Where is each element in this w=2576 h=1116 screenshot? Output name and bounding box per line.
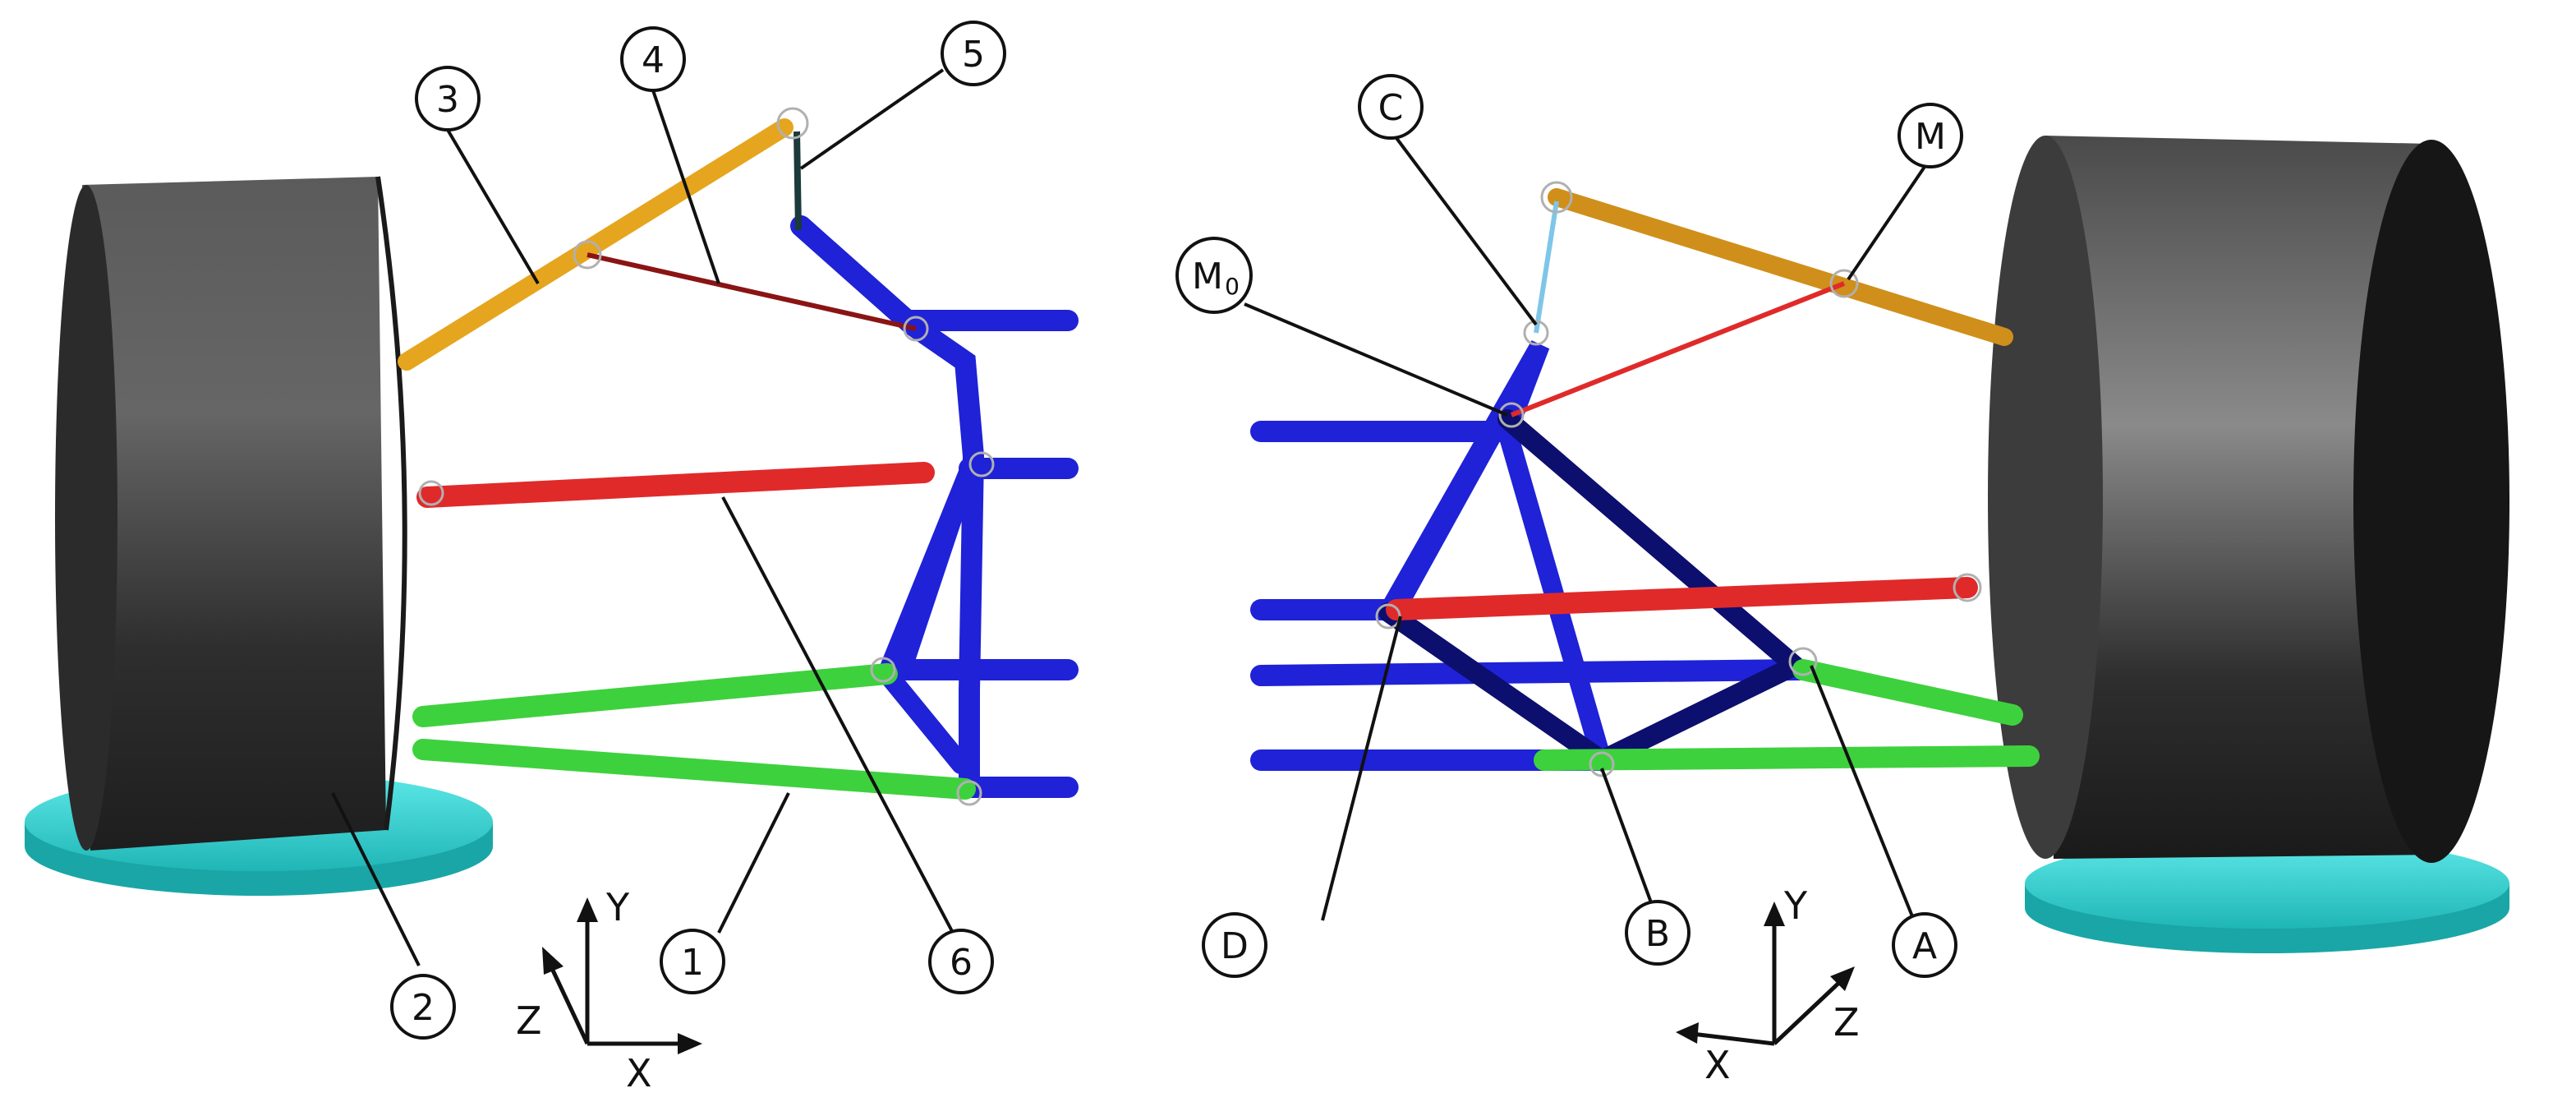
lower-arm-rear: [412, 739, 976, 800]
right-joints: [1375, 181, 1982, 777]
right-axis-x-label: X: [1704, 1043, 1731, 1087]
svg-text:M: M: [1192, 256, 1223, 297]
right-suspension-view: C M M 0 D B A: [1175, 74, 2509, 1087]
right-wheel: [1988, 136, 2509, 863]
right-axes: [1676, 902, 1855, 1046]
right-frame-dark: [1378, 409, 1813, 772]
tie-rod: [416, 462, 935, 508]
svg-text:C: C: [1378, 87, 1404, 129]
pushrod: [794, 131, 802, 231]
right-lower-arm-front: [1792, 659, 2023, 726]
callout-m0: M 0: [1175, 237, 1253, 314]
lower-arm-front: [412, 663, 898, 727]
callout-3: 3: [415, 66, 481, 131]
right-pushrod: [1534, 201, 1559, 334]
svg-text:0: 0: [1225, 273, 1240, 300]
svg-text:3: 3: [436, 79, 459, 121]
callout-1: 1: [660, 929, 725, 994]
right-tie-rod: [1386, 577, 1978, 620]
svg-text:D: D: [1221, 925, 1249, 967]
callout-5: 5: [941, 21, 1006, 86]
right-link: [1510, 281, 1846, 417]
callout-b: B: [1625, 900, 1690, 966]
link-4: [586, 252, 917, 331]
left-axis-x-label: X: [626, 1051, 652, 1095]
right-axis-z-label: Z: [1833, 1000, 1860, 1045]
svg-text:6: 6: [950, 942, 973, 984]
svg-text:5: 5: [962, 34, 985, 76]
right-axis-y-label: Y: [1783, 883, 1808, 928]
callout-4: 4: [620, 26, 686, 92]
right-ground-pad: [2025, 838, 2509, 953]
left-leader-lines: [331, 68, 954, 966]
callout-m: M: [1898, 103, 1963, 168]
callout-2: 2: [390, 974, 456, 1040]
callout-d: D: [1202, 912, 1267, 978]
left-axis-z-label: Z: [516, 998, 542, 1043]
svg-text:1: 1: [681, 942, 704, 984]
left-joints: [418, 107, 995, 806]
right-lower-arm-rear: [1534, 745, 2040, 771]
svg-text:4: 4: [642, 39, 665, 81]
callout-c: C: [1358, 74, 1424, 140]
left-axis-y-label: Y: [605, 885, 630, 929]
callout-6: 6: [928, 929, 994, 994]
right-leader-lines: [1244, 136, 1928, 921]
callout-a: A: [1892, 912, 1957, 978]
left-frame: [790, 215, 1079, 798]
left-wheel: [55, 176, 407, 851]
right-upper-arm: [1548, 188, 2013, 346]
svg-text:B: B: [1645, 913, 1670, 955]
svg-text:M: M: [1915, 116, 1946, 158]
left-axes: [542, 897, 702, 1054]
svg-text:A: A: [1912, 925, 1937, 967]
svg-text:2: 2: [412, 987, 435, 1029]
left-suspension-view: 3 4 5 1 6 2 Y: [25, 21, 1079, 1095]
